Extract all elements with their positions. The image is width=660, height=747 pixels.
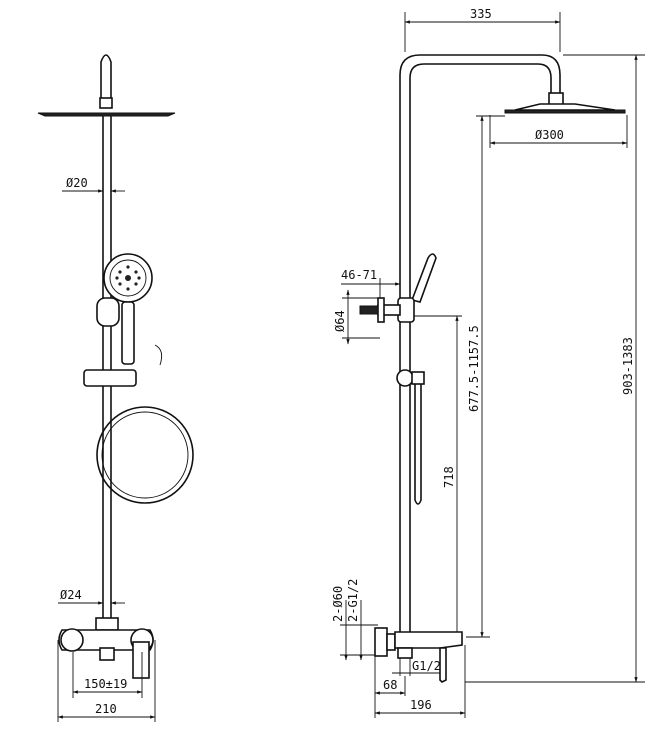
- dim-arm-reach: 335: [470, 7, 492, 21]
- spout: [397, 647, 413, 659]
- spout: [99, 647, 115, 661]
- mixer-lever: [132, 641, 150, 679]
- spray-nozzles: [115, 265, 141, 291]
- dim-inlet-spacing: 150±19: [84, 677, 127, 691]
- mixer-body: [394, 631, 463, 649]
- escutcheon-left: [60, 628, 84, 652]
- dim-mixer-width: 210: [95, 702, 117, 716]
- wall-bracket: [359, 305, 379, 315]
- top-arm: [100, 54, 112, 100]
- dim-outlet-thread: G1/2: [412, 659, 441, 673]
- dim-escutcheon: 2-Ø60: [331, 586, 345, 622]
- dim-holder-diameter: Ø64: [333, 310, 347, 332]
- rain-shower-head: [37, 112, 176, 117]
- hose: [96, 406, 194, 504]
- dim-mixer-depth: 196: [410, 698, 432, 712]
- dim-lower-pipe-diameter: Ø24: [60, 588, 82, 602]
- dim-holder-offset: 46-71: [341, 268, 377, 282]
- mixer-lever: [439, 647, 447, 683]
- slider-knob: [396, 369, 414, 387]
- dim-pipe-diameter: Ø20: [66, 176, 88, 190]
- hand-shower-holder: [96, 297, 120, 327]
- side-view: 335 Ø300 903-1383 677.5-1157.5 718 46-71: [331, 7, 645, 718]
- dim-head-height: 677.5-1157.5: [467, 325, 481, 412]
- dim-head-diameter: Ø300: [535, 128, 564, 142]
- hand-shower-handle: [121, 301, 135, 365]
- front-view: Ø20 Ø24 150±19 210: [37, 54, 194, 722]
- dim-inlet-thread: 2-G1/2: [346, 579, 360, 622]
- head-connector: [99, 97, 113, 109]
- dim-holder-height: 718: [442, 466, 456, 488]
- escutcheon: [374, 627, 388, 657]
- dim-total-height: 903-1383: [621, 337, 635, 395]
- riser-arm-outer: [399, 54, 561, 635]
- hose: [414, 384, 422, 505]
- slider: [83, 369, 137, 387]
- dim-wall-offset: 68: [383, 678, 397, 692]
- riser-arm-inner: [409, 63, 552, 635]
- hand-shower: [410, 253, 437, 303]
